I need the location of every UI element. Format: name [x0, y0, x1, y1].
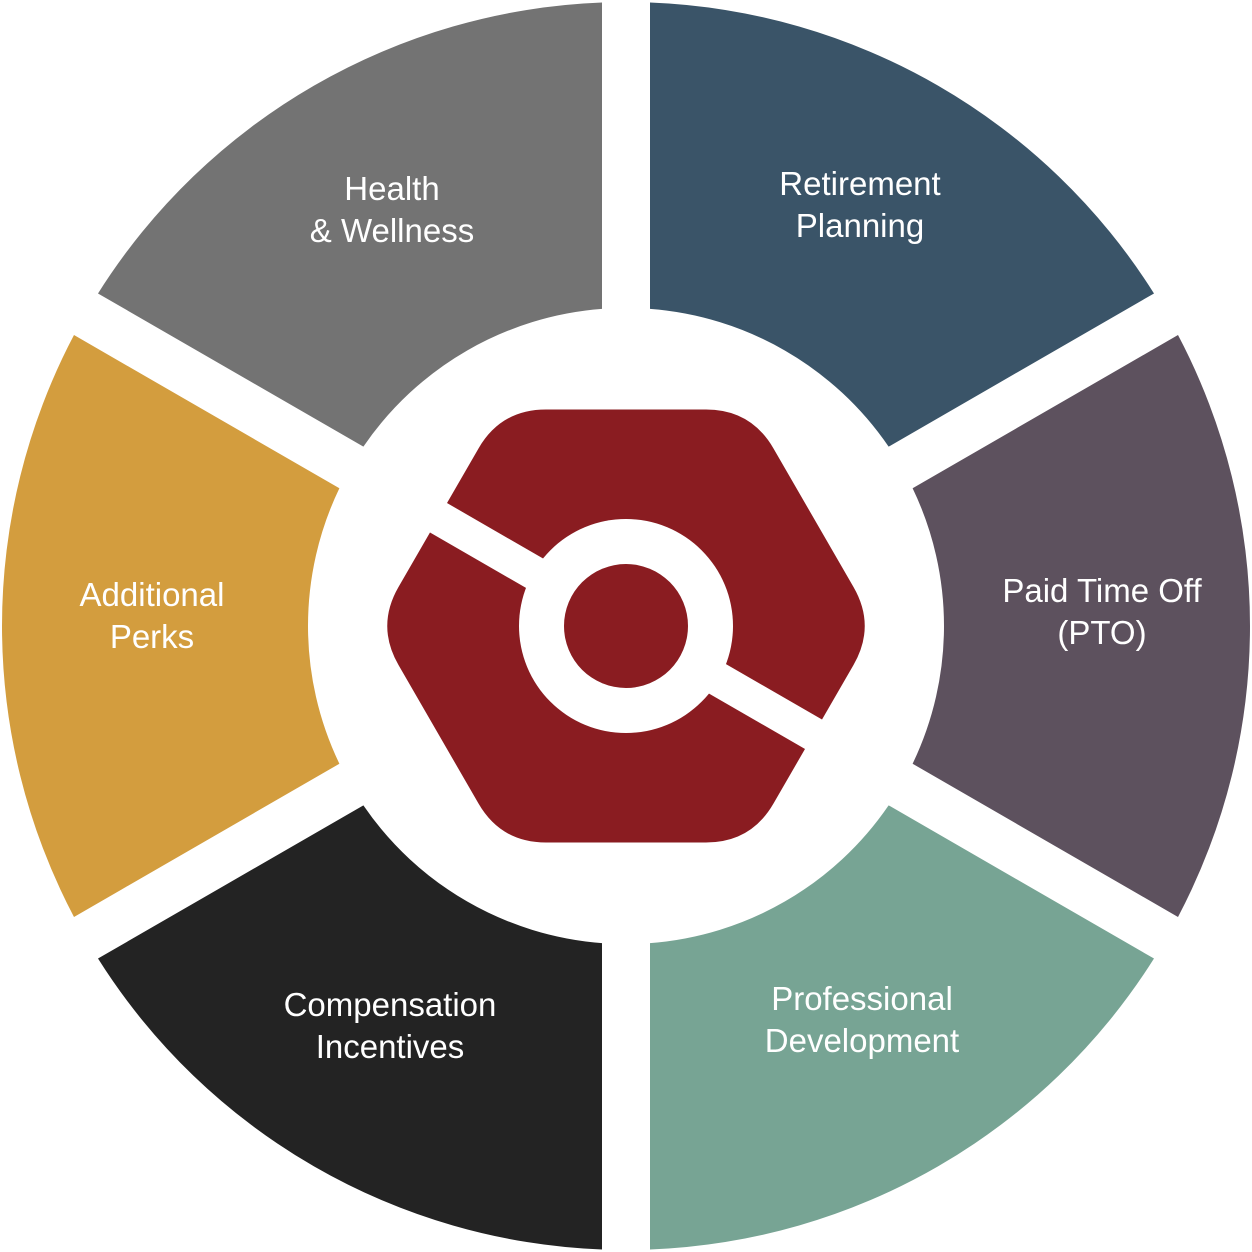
segment-retirement-planning	[650, 2, 1154, 447]
segment-label-health-wellness: Health & Wellness	[310, 170, 474, 249]
segment-label-line: (PTO)	[1057, 614, 1146, 651]
segment-label-line: Health	[344, 170, 439, 207]
segment-label-line: Planning	[796, 207, 924, 244]
hub-logo-icon	[340, 409, 912, 843]
segment-paid-time-off	[912, 335, 1250, 917]
segment-label-line: Additional	[80, 576, 225, 613]
segment-label-line: Retirement	[779, 165, 940, 202]
segment-label-line: Perks	[110, 618, 194, 655]
segment-label-line: Development	[765, 1022, 959, 1059]
segment-label-line: Professional	[771, 980, 953, 1017]
segment-label-paid-time-off: Paid Time Off (PTO)	[1002, 572, 1202, 651]
segment-additional-perks	[2, 335, 340, 917]
hub-center-dot	[564, 564, 688, 688]
segment-health-wellness	[98, 2, 602, 447]
segment-label-line: Compensation	[284, 986, 497, 1023]
segment-label-line: & Wellness	[310, 212, 474, 249]
segment-label-line: Paid Time Off	[1002, 572, 1202, 609]
segment-professional-development	[650, 805, 1154, 1250]
segment-label-line: Incentives	[316, 1028, 465, 1065]
segment-compensation-incentives	[98, 805, 602, 1250]
